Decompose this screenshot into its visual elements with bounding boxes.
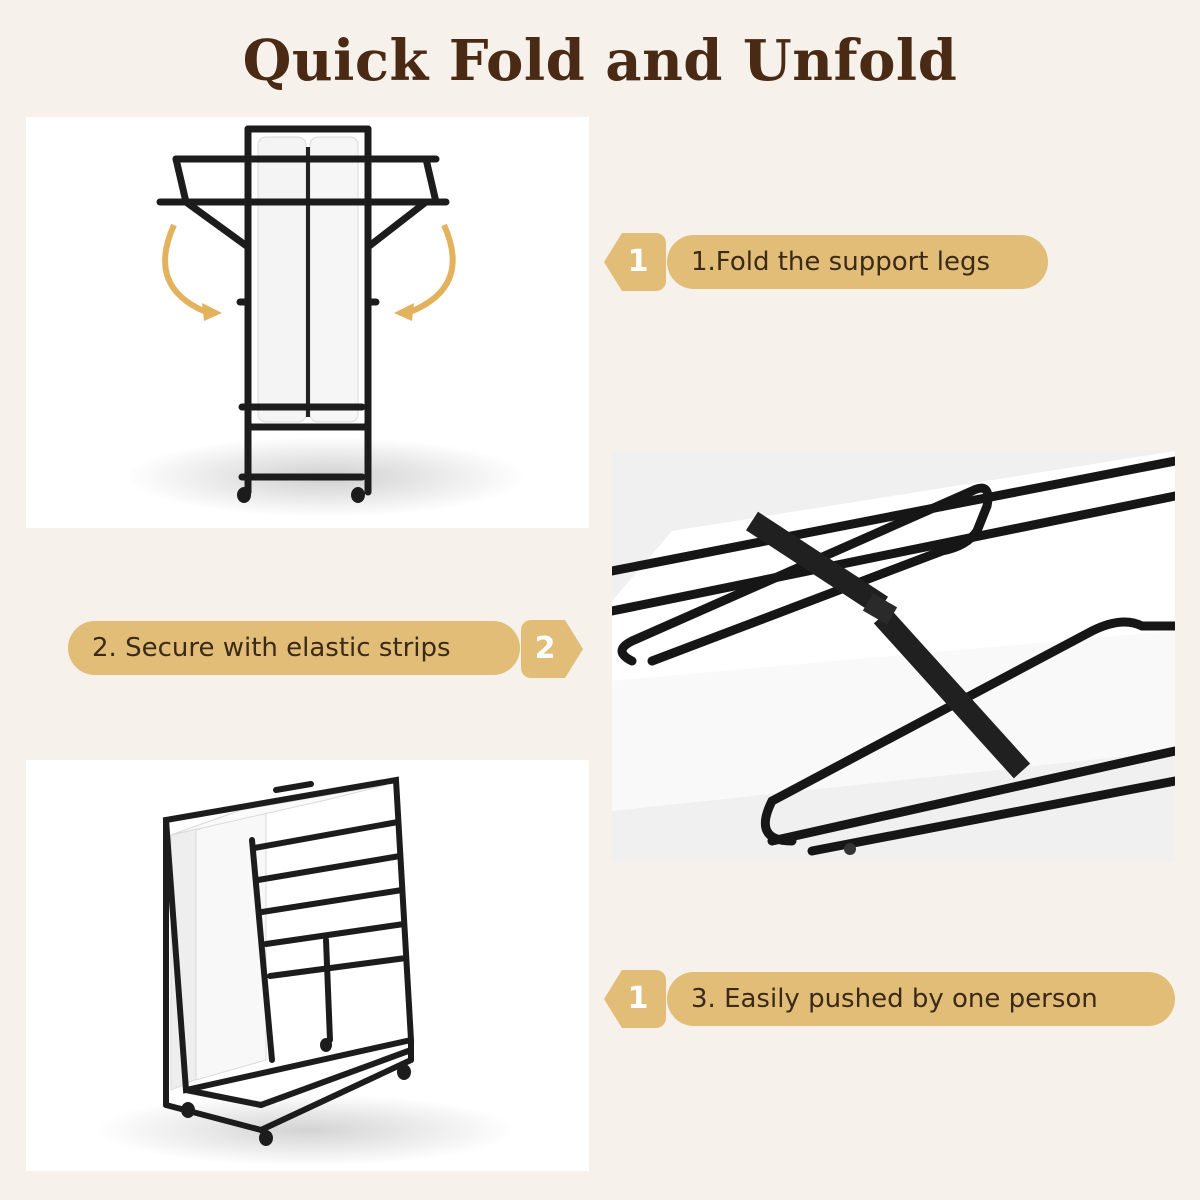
- step-label-2: 2. Secure with elastic strips: [68, 621, 520, 675]
- fold-arrow-right-icon: [394, 223, 456, 321]
- step-badge-1: 1: [604, 233, 666, 291]
- step-label-1: 1.Fold the support legs: [667, 235, 1048, 289]
- elastic-strip-photo: [612, 451, 1175, 862]
- page-title: Quick Fold and Unfold: [242, 28, 958, 94]
- fold-arrow-left-icon: [162, 223, 222, 321]
- step-badge-2: 2: [521, 620, 583, 678]
- step-label-3: 3. Easily pushed by one person: [667, 972, 1175, 1026]
- pushed-bed-photo: [26, 760, 589, 1171]
- fold-legs-photo: [26, 117, 589, 528]
- step-badge-3: 1: [604, 970, 666, 1028]
